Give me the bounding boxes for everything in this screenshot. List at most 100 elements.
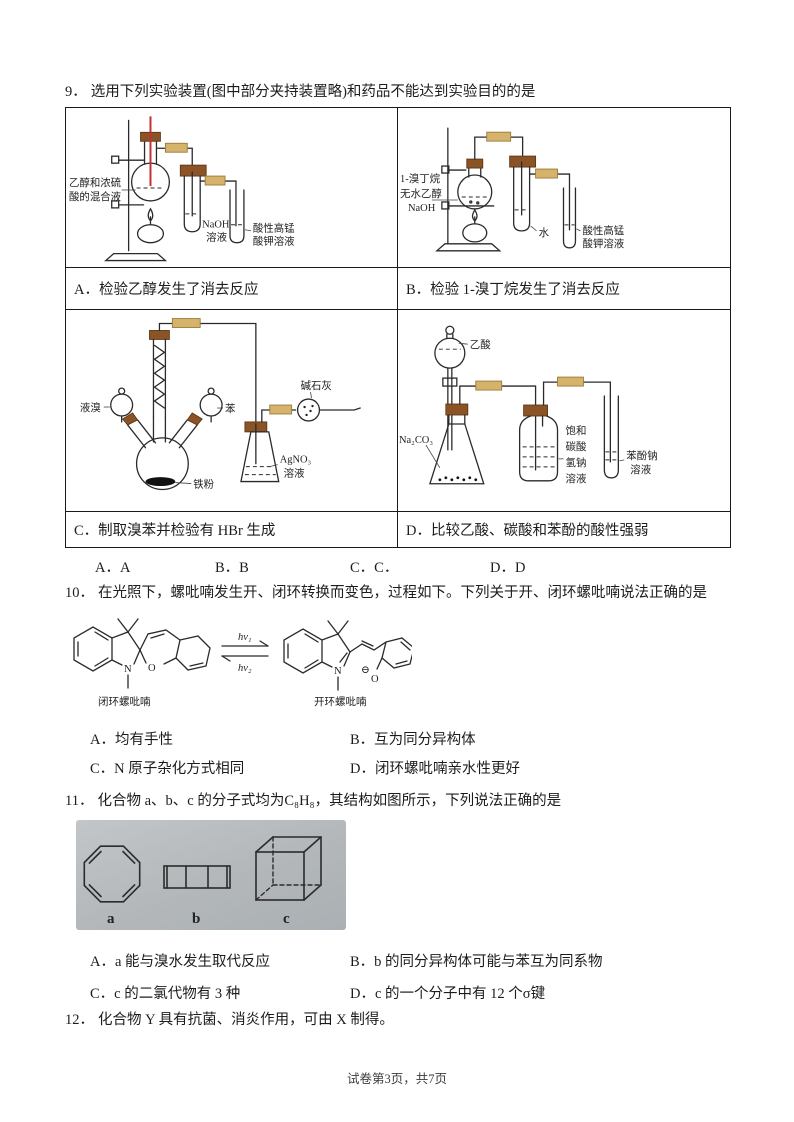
nitrogen-atom: N (334, 666, 342, 677)
gas-tube-1 (459, 380, 537, 470)
apparatus-c-cell: 液溴 苯 碱石灰 AgNO₃ 溶液 铁粉 (66, 309, 398, 511)
iron-powder-label: 铁粉 (193, 477, 214, 490)
option-b-text: B．检验 1-溴丁烷发生了消去反应 (406, 282, 620, 298)
option-a-text: A．检验乙醇发生了消去反应 (74, 282, 259, 298)
question-12-stem: 12．化合物 Y 具有抗菌、消炎作用，可由 X 制得。 (65, 1010, 755, 1031)
kmno4-label: 酸性高锰 (582, 223, 624, 236)
question-10-number: 10． (65, 585, 94, 601)
connecting-tube (199, 175, 237, 226)
question-11-text: 化合物 a、b、c 的分子式均为C₈H₈，其结构如图所示，下列说法正确的是 (97, 793, 562, 809)
flask-content-label: 1-溴丁烷 (400, 172, 441, 185)
q11-option-b: B．b 的同分异构体可能与苯互为同系物 (350, 954, 603, 970)
benzene-label: 苯 (225, 401, 236, 414)
question-12-text: 化合物 Y 具有抗菌、消炎作用，可由 X 制得。 (98, 1012, 394, 1028)
svg-text:溶液: 溶液 (206, 230, 227, 243)
open-ring-structure: N O ⊖ (283, 620, 412, 691)
soda-lime-bulb (261, 397, 361, 423)
q11-option-c: C．c 的二氯代物有 3 种 (90, 986, 241, 1002)
question-11-stem: 11．化合物 a、b、c 的分子式均为C₈H₈，其结构如图所示，下列说法正确的是 (65, 791, 755, 812)
na2co3-label: Na₂CO₃ (399, 434, 433, 445)
apparatus-b-cell: 1-溴丁烷 无水乙醇 NaOH 水 酸性高锰 酸钾溶液 (398, 108, 730, 267)
question-9-number: 9． (65, 84, 87, 100)
svg-text:溶液: 溶液 (630, 462, 651, 475)
bromine-label: 液溴 (80, 401, 101, 414)
labels: 乙酸 Na₂CO₃ 饱和 碳酸 氢钠 溶液 苯酚钠 溶液 (399, 338, 658, 485)
option-b-cell: B．检验 1-溴丁烷发生了消去反应 (398, 267, 730, 309)
q10-option-d: D．闭环螺吡喃亲水性更好 (350, 761, 520, 777)
q10-option-b: B．互为同分异构体 (350, 732, 476, 748)
structure-b-label: b (192, 911, 200, 927)
round-bottom-flask (457, 158, 493, 210)
dropping-funnel-left (110, 386, 134, 423)
question-10-text: 在光照下，螺吡喃发生开、闭环转换而变色，过程如下。下列关于开、闭环螺吡喃说法正确… (98, 585, 707, 601)
answer-b: B．B (215, 560, 249, 576)
option-d-text: D．比较乙酸、碳酸和苯酚的酸性强弱 (406, 523, 649, 539)
question-9-text: 选用下列实验装置(图中部分夹持装置略)和药品不能达到实验目的的是 (90, 84, 536, 100)
apparatus-d-figure: 乙酸 Na₂CO₃ 饱和 碳酸 氢钠 溶液 苯酚钠 溶液 (399, 325, 658, 485)
iron-stand (435, 127, 502, 251)
naoh-test-tube (179, 164, 207, 232)
soda-lime-label: 碱石灰 (301, 379, 332, 392)
alcohol-lamp-icon (462, 208, 488, 242)
gas-washing-bottle (518, 404, 559, 481)
apparatus-d-cell: 乙酸 Na₂CO₃ 饱和 碳酸 氢钠 溶液 苯酚钠 溶液 (398, 309, 730, 511)
option-d-cell: D．比较乙酸、碳酸和苯酚的酸性强弱 (398, 511, 730, 547)
equilibrium-arrows-icon: hv₁ hv₂ (221, 632, 269, 674)
svg-text:酸钾溶液: 酸钾溶液 (582, 236, 624, 249)
apparatus-c-figure: 液溴 苯 碱石灰 AgNO₃ 溶液 铁粉 (80, 317, 361, 490)
hv2-label: hv₂ (238, 663, 252, 674)
kmno4-test-tube (229, 188, 245, 243)
connecting-tube (528, 168, 571, 231)
phenolate-test-tube (603, 394, 619, 478)
iron-stand (104, 119, 168, 261)
option-c-text: C．制取溴苯并检验有 HBr 生成 (74, 523, 276, 539)
svg-text:无水乙醇: 无水乙醇 (400, 186, 442, 199)
svg-text:碳酸: 碳酸 (565, 439, 586, 452)
kmno4-label: 酸性高锰 (253, 221, 295, 234)
oxygen-anion: O (371, 674, 379, 685)
svg-text:溶液: 溶液 (565, 471, 586, 484)
question-11-number: 11． (65, 793, 94, 809)
delivery-tube (474, 131, 524, 160)
option-a-cell: A．检验乙醇发生了消去反应 (66, 267, 398, 309)
flask-content-label: 乙醇和浓硫 (69, 176, 122, 189)
svg-text:溶液: 溶液 (284, 466, 305, 479)
question-9-table: 乙醇和浓硫 酸的混合液 NaOH 溶液 酸性高锰 酸钾溶液 (65, 107, 731, 548)
question-12-number: 12． (65, 1012, 94, 1028)
svg-text:NaOH: NaOH (408, 202, 436, 213)
q10-option-c: C．N 原子杂化方式相同 (90, 761, 245, 777)
water-label: 水 (539, 226, 550, 238)
ladderane-structure (163, 865, 231, 889)
q11-option-a: A．a 能与溴水发生取代反应 (90, 954, 271, 970)
apparatus-a-figure: 乙醇和浓硫 酸的混合液 NaOH 溶液 酸性高锰 酸钾溶液 (69, 115, 295, 261)
closed-ring-caption: 闭环螺吡喃 (98, 695, 151, 708)
cubane-structure (255, 836, 322, 901)
delivery-tube (158, 317, 257, 425)
labels: 乙醇和浓硫 酸的混合液 NaOH 溶液 酸性高锰 酸钾溶液 (69, 176, 295, 248)
dropping-funnel-right (199, 386, 223, 423)
c8h8-structures: a b c (83, 836, 322, 927)
cyclooctatetraene-structure (83, 845, 141, 903)
question-11-figure: a b c (76, 820, 346, 930)
negative-charge-icon: ⊖ (361, 665, 370, 676)
option-c-cell: C．制取溴苯并检验有 HBr 生成 (66, 511, 398, 547)
svg-text:氢钠: 氢钠 (565, 455, 586, 468)
answer-c: C．C． (350, 560, 399, 576)
spiropyran-diagram: N O hv₁ hv₂ (73, 618, 412, 708)
labels: 1-溴丁烷 无水乙醇 NaOH 水 酸性高锰 酸钾溶液 (400, 172, 625, 250)
answer-d: D．D (490, 560, 526, 576)
svg-text:酸钾溶液: 酸钾溶液 (253, 234, 295, 247)
round-bottom-flask (130, 115, 171, 202)
question-10-options-row-2: C．N 原子杂化方式相同 D．闭环螺吡喃亲水性更好 (90, 757, 750, 778)
hv1-label: hv₁ (238, 632, 252, 643)
acetic-acid-label: 乙酸 (470, 338, 491, 351)
agno3-label: AgNO₃ (280, 454, 312, 465)
oxygen-atom: O (148, 663, 156, 674)
apparatus-a-cell: 乙醇和浓硫 酸的混合液 NaOH 溶液 酸性高锰 酸钾溶液 (66, 108, 398, 267)
question-10-stem: 10．在光照下，螺吡喃发生开、闭环转换而变色，过程如下。下列关于开、闭环螺吡喃说… (65, 583, 755, 604)
apparatus-b-figure: 1-溴丁烷 无水乙醇 NaOH 水 酸性高锰 酸钾溶液 (400, 127, 625, 251)
three-neck-flask (121, 411, 203, 490)
